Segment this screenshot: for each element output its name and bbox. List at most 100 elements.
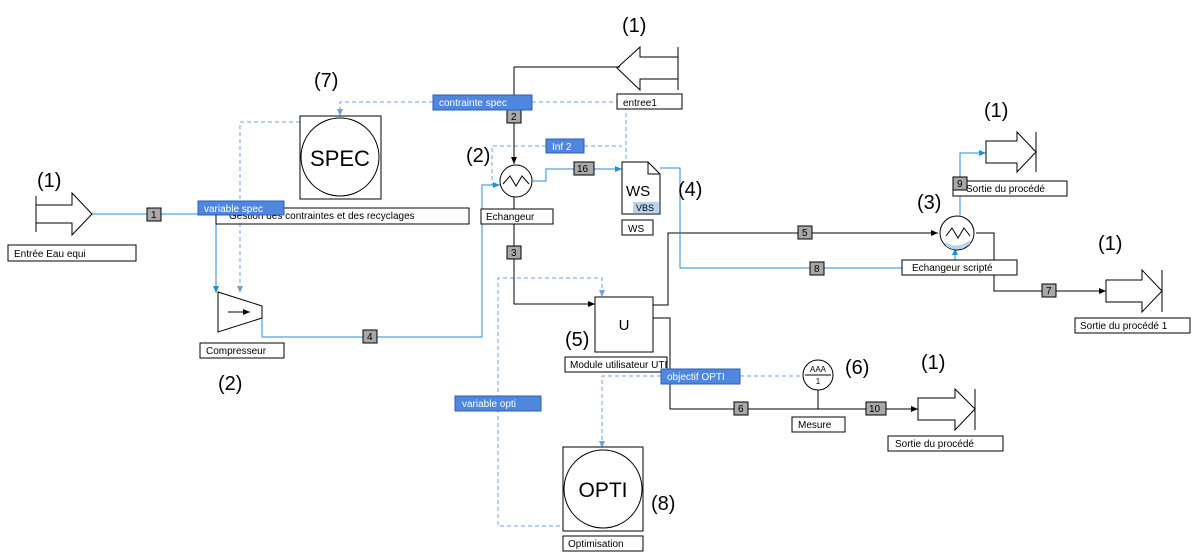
echangeur-label: Echangeur bbox=[486, 212, 535, 223]
stream-tag-2[interactable]: 2 bbox=[506, 109, 522, 124]
stream-tag-7[interactable]: 7 bbox=[1041, 283, 1057, 298]
entree1-label-box bbox=[616, 93, 683, 110]
optimisation-label-box bbox=[562, 535, 644, 552]
stream-tag-10[interactable]: 10 bbox=[865, 401, 887, 416]
feed-entree1[interactable]: entree1 bbox=[616, 45, 683, 110]
info-tag-inf2[interactable]: Inf 2 bbox=[545, 138, 585, 154]
echangeur-label-box bbox=[480, 208, 554, 225]
product-sortie-bottom[interactable]: Sortie du procédé bbox=[887, 387, 1004, 452]
svg-text:variable opti: variable opti bbox=[462, 399, 516, 410]
svg-text:variable spec: variable spec bbox=[204, 204, 263, 215]
entree-eau-label-box bbox=[7, 244, 137, 262]
spec-circle bbox=[300, 117, 380, 197]
spec-text: SPEC bbox=[310, 146, 370, 171]
product-sortie-top[interactable]: Sortie du procédé bbox=[952, 130, 1068, 197]
stream-tag-5[interactable]: 5 bbox=[797, 225, 813, 240]
mesure-aaa-text: AAA bbox=[810, 365, 827, 374]
compresseur-unit[interactable]: Compresseur bbox=[199, 291, 285, 359]
callout-2-mid: (2) bbox=[466, 145, 490, 167]
callout-3: (3) bbox=[917, 192, 941, 214]
stream-8-line[interactable] bbox=[660, 167, 958, 269]
link-objectif-to-opti[interactable] bbox=[599, 375, 661, 448]
callout-1-right-top: (1) bbox=[984, 100, 1008, 122]
link-contrainte-to-entree[interactable] bbox=[532, 101, 627, 165]
mesure-label-box bbox=[791, 416, 846, 433]
ws-label-box bbox=[621, 219, 654, 236]
spec-block[interactable]: SPEC bbox=[299, 115, 382, 200]
module-uti-label-box bbox=[564, 356, 668, 373]
svg-text:3: 3 bbox=[511, 248, 517, 259]
callout-5: (5) bbox=[565, 329, 589, 351]
callout-6: (6) bbox=[845, 357, 869, 379]
svg-text:1: 1 bbox=[151, 210, 157, 221]
stream-3-line[interactable] bbox=[513, 197, 595, 307]
svg-text:objectif OPTI: objectif OPTI bbox=[667, 372, 725, 383]
compresseur-label-box bbox=[199, 342, 285, 359]
echangeur-scripte-label-box bbox=[901, 259, 1018, 276]
info-tags: contrainte spec Inf 2 variable spec obje… bbox=[197, 94, 741, 412]
info-tag-contrainte-spec[interactable]: contrainte spec bbox=[432, 94, 533, 111]
link-spec-to-compresseur[interactable] bbox=[237, 121, 300, 293]
product-sortie-1[interactable]: Sortie du procédé 1 bbox=[1074, 268, 1191, 334]
callout-2-left: (2) bbox=[218, 373, 242, 395]
opti-circle bbox=[563, 449, 643, 529]
echangeur-scripte-unit[interactable]: Echangeur scripté bbox=[901, 215, 1018, 276]
echangeur-scripte-label: Echangeur scripté bbox=[912, 263, 993, 274]
stream-tag-16[interactable]: 16 bbox=[573, 161, 595, 176]
callout-1-right: (1) bbox=[1098, 233, 1122, 255]
feed-entree-eau[interactable]: Entrée Eau equi bbox=[7, 191, 137, 262]
svg-text:7: 7 bbox=[1046, 286, 1052, 297]
link-contrainte-to-spec[interactable] bbox=[337, 101, 433, 116]
optimisation-label: Optimisation bbox=[568, 539, 624, 550]
link-variable-opti[interactable] bbox=[497, 277, 605, 527]
callout-1-bottom: (1) bbox=[921, 352, 945, 374]
module-uti-label: Module utilisateur UTI bbox=[570, 360, 667, 371]
entree1-label: entree1 bbox=[623, 98, 657, 109]
info-tag-variable-opti[interactable]: variable opti bbox=[454, 395, 542, 412]
stream-4-line[interactable] bbox=[261, 182, 500, 338]
info-tag-objectif-opti[interactable]: objectif OPTI bbox=[660, 368, 741, 385]
sortie-bottom-label: Sortie du procédé bbox=[895, 439, 974, 450]
ws-file-fold bbox=[647, 162, 660, 175]
ws-icon-text: WS bbox=[626, 183, 650, 200]
ws-vbs-badge bbox=[633, 202, 659, 213]
ws-label: WS bbox=[628, 224, 644, 235]
svg-text:Inf 2: Inf 2 bbox=[552, 142, 572, 153]
svg-text:5: 5 bbox=[802, 228, 808, 239]
stream-tag-6[interactable]: 6 bbox=[733, 401, 749, 416]
feed-arrow-icon bbox=[616, 45, 679, 92]
opti-block[interactable]: OPTI Optimisation bbox=[562, 446, 644, 552]
info-tag-variable-spec[interactable]: variable spec bbox=[197, 200, 285, 216]
stream-tag-1[interactable]: 1 bbox=[146, 207, 162, 222]
callout-4: (4) bbox=[678, 179, 702, 201]
u-module-block[interactable]: U Module utilisateur UTI bbox=[564, 296, 668, 373]
stream-tag-3[interactable]: 3 bbox=[506, 245, 522, 260]
compresseur-label: Compresseur bbox=[206, 346, 267, 357]
stream-tag-8[interactable]: 8 bbox=[809, 261, 825, 276]
ws-vbs-text: VBS bbox=[636, 203, 654, 213]
mesure-unit[interactable]: AAA 1 Mesure bbox=[791, 359, 846, 433]
ws-script-block[interactable]: WS VBS WS bbox=[621, 161, 661, 236]
callout-7: (7) bbox=[314, 70, 338, 92]
stream-6-line[interactable] bbox=[653, 317, 818, 410]
stream-5-line[interactable] bbox=[653, 230, 938, 306]
product-arrow-icon bbox=[1105, 268, 1163, 314]
callout-1-left: (1) bbox=[37, 170, 61, 192]
stream-tag-9[interactable]: 9 bbox=[952, 176, 968, 191]
echangeur-scripte-icon bbox=[939, 215, 975, 251]
svg-text:8: 8 bbox=[814, 264, 820, 275]
svg-text:6: 6 bbox=[738, 404, 744, 415]
stream-tag-4[interactable]: 4 bbox=[362, 329, 378, 344]
sortie-1-label: Sortie du procédé 1 bbox=[1080, 321, 1168, 332]
opti-text: OPTI bbox=[578, 479, 627, 502]
echangeur-unit[interactable]: Echangeur bbox=[480, 164, 554, 225]
callout-numbers: (1) (7) (1) (2) (4) (1) (3) (1) (2) (5) … bbox=[37, 15, 1122, 515]
echangeur-wave-icon bbox=[502, 175, 530, 187]
stream-2-line[interactable] bbox=[511, 66, 620, 164]
sortie-top-label: Sortie du procédé bbox=[966, 184, 1045, 195]
link-inf2[interactable] bbox=[491, 145, 546, 186]
svg-text:16: 16 bbox=[577, 164, 589, 175]
echangeur-icon bbox=[499, 164, 533, 198]
sortie-1-label-box bbox=[1074, 317, 1191, 334]
